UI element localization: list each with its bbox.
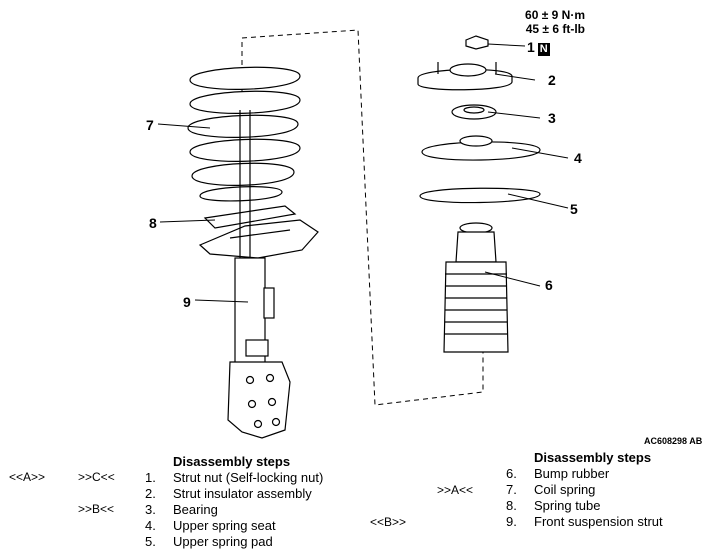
- step-3-tag-b: >>B<<: [78, 502, 115, 516]
- lower-spring-seat-drawing: [198, 219, 319, 259]
- leader-line-2: [494, 73, 536, 81]
- step-9: 9.Front suspension strut: [506, 514, 663, 529]
- new-part-marker: N: [537, 43, 550, 56]
- step-4: 4.Upper spring seat: [145, 518, 276, 533]
- upper-spring-pad-drawing: [419, 187, 541, 204]
- step-7: 7.Coil spring: [506, 482, 596, 497]
- step-5: 5.Upper spring pad: [145, 534, 273, 549]
- step-2: 2.Strut insulator assembly: [145, 486, 312, 501]
- torque-ftlb: 45 ± 6 ft-lb: [525, 22, 585, 36]
- upper-spring-seat-drawing: [421, 135, 541, 161]
- callout-9: 9: [183, 294, 191, 310]
- callout-1-label: 1: [527, 39, 535, 55]
- strut-assembly-drawing: [157, 29, 569, 439]
- bearing-drawing: [451, 104, 497, 120]
- strut-nut-drawing: [465, 35, 489, 50]
- leader-line-4: [511, 147, 569, 159]
- leader-line-6: [484, 271, 541, 287]
- leader-line-9: [194, 299, 249, 303]
- knuckle-bracket-drawing: [227, 361, 291, 439]
- step-1-tag-a: <<A>>: [9, 470, 46, 484]
- left-steps-title: Disassembly steps: [173, 454, 291, 469]
- callout-5: 5: [570, 201, 578, 217]
- leader-line-1: [487, 43, 526, 47]
- leader-line-7: [157, 123, 211, 129]
- step-6: 6.Bump rubber: [506, 466, 610, 481]
- bump-rubber-drawing: [443, 222, 509, 353]
- callout-3: 3: [548, 110, 556, 126]
- step-8: 8.Spring tube: [506, 498, 601, 513]
- leader-line-8: [159, 219, 216, 223]
- right-steps-title: Disassembly steps: [534, 450, 652, 465]
- step-1-tag-c: >>C<<: [78, 470, 115, 484]
- callout-4: 4: [574, 150, 582, 166]
- step-3: 3.Bearing: [145, 502, 218, 517]
- step-7-tag-a: >>A<<: [437, 483, 474, 497]
- callout-7: 7: [146, 117, 154, 133]
- leader-line-3: [487, 111, 541, 119]
- callout-2: 2: [548, 72, 556, 88]
- step-1: 1.Strut nut (Self-locking nut): [145, 470, 324, 485]
- step-9-tag-b: <<B>>: [370, 515, 407, 529]
- coil-spring-drawing: [187, 66, 301, 202]
- leader-line-5: [507, 193, 569, 209]
- torque-nm: 60 ± 9 N·m: [525, 8, 585, 22]
- torque-spec: 60 ± 9 N·m 45 ± 6 ft-lb: [525, 8, 585, 36]
- figure-code: AC608298 AB: [644, 436, 703, 446]
- callout-6: 6: [545, 277, 553, 293]
- strut-insulator-drawing: [417, 62, 513, 91]
- callout-8: 8: [149, 215, 157, 231]
